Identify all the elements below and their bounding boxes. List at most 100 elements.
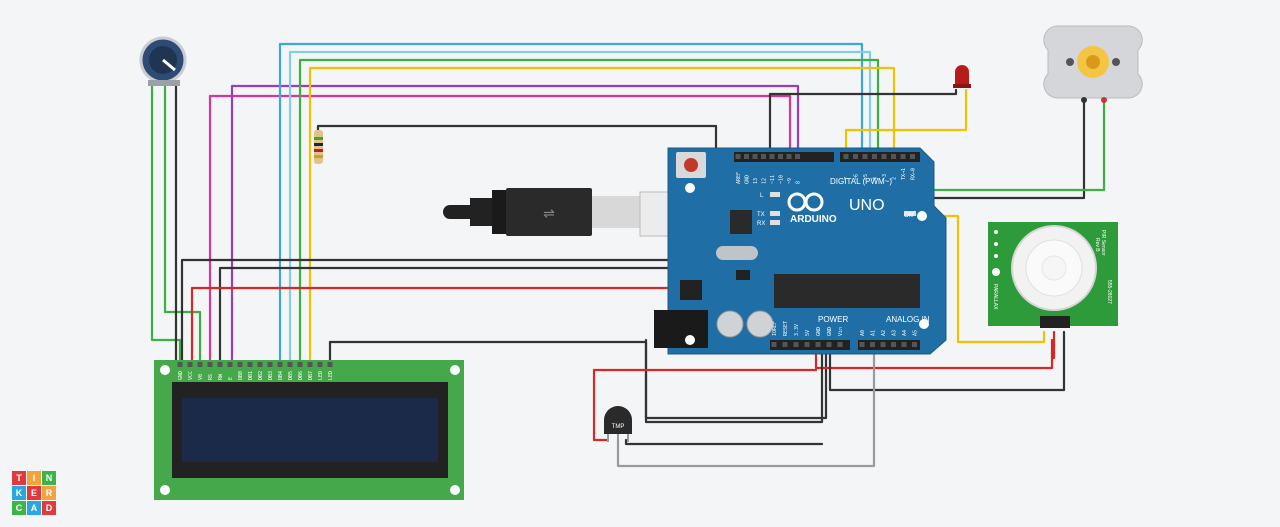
pin-socket[interactable] (795, 154, 800, 159)
logo-letter: N (42, 471, 56, 485)
pin-socket[interactable] (761, 154, 766, 159)
pin-socket[interactable] (735, 154, 741, 159)
pin-socket[interactable] (778, 154, 783, 159)
svg-text:⇌: ⇌ (543, 206, 555, 222)
wire-pir-black[interactable] (828, 330, 1066, 392)
pin-socket[interactable] (793, 342, 799, 347)
pin-socket[interactable] (217, 362, 223, 367)
arduino-uno[interactable]: ARDUINO UNO DIGITAL (PWM~) POWER ANALOG … (654, 147, 947, 355)
pin-socket[interactable] (910, 154, 915, 159)
pin-label: A5 (913, 330, 919, 336)
wire-tmp-gray[interactable] (616, 338, 876, 468)
pin-socket[interactable] (307, 362, 313, 367)
analog-label: ANALOG IN (886, 315, 930, 324)
lcd-screen (182, 398, 438, 462)
pin-socket[interactable] (786, 154, 792, 159)
potentiometer[interactable] (139, 36, 187, 86)
pin-label: A4 (902, 330, 908, 336)
pin-label: A2 (881, 330, 887, 336)
pin-label: RX←0 (911, 168, 917, 180)
pin-label: DB1 (248, 371, 254, 380)
pin-socket[interactable] (815, 342, 821, 347)
pin-label: A1 (871, 330, 877, 336)
wire-tmp-black[interactable] (624, 438, 824, 446)
pin-socket[interactable] (872, 154, 877, 159)
pin-socket[interactable] (880, 342, 886, 347)
pin-socket[interactable] (771, 342, 777, 347)
pin-socket[interactable] (853, 154, 858, 159)
wire-lcd-black-2[interactable] (218, 266, 820, 366)
pin-socket[interactable] (317, 362, 323, 367)
pin-socket[interactable] (881, 154, 887, 159)
pin-socket[interactable] (804, 342, 810, 347)
pin-socket[interactable] (862, 154, 868, 159)
pin-socket[interactable] (227, 362, 233, 367)
wire-led-black[interactable] (768, 88, 958, 158)
pin-label: LED (328, 371, 334, 380)
wire-lcd-blue[interactable] (278, 42, 864, 366)
wire-led-yellow[interactable] (844, 88, 968, 158)
pin-label: DB6 (298, 371, 304, 380)
pin-socket[interactable] (891, 154, 896, 159)
pin-socket[interactable] (826, 342, 832, 347)
pin-label: 3.3V (794, 324, 800, 336)
logo-letter: R (42, 486, 56, 500)
pin-socket[interactable] (257, 362, 263, 367)
pin-socket[interactable] (870, 342, 875, 347)
pin-socket[interactable] (782, 342, 788, 347)
pin-socket[interactable] (744, 154, 749, 159)
pin-socket[interactable] (843, 154, 849, 159)
pir-sensor[interactable]: PIR Sensor Rev B 555-28027 PARALLAX (988, 222, 1118, 328)
wire-tmp-red[interactable] (592, 368, 818, 442)
pin-socket[interactable] (277, 362, 283, 367)
pin-socket[interactable] (197, 362, 203, 367)
arduino-model: UNO (849, 197, 885, 214)
pin-socket[interactable] (891, 342, 896, 347)
pin-label: 5V (805, 330, 811, 336)
analog-header (858, 340, 920, 350)
tmp-sensor[interactable]: TMP (604, 406, 632, 442)
pin-socket[interactable] (207, 362, 213, 367)
red-led[interactable] (953, 65, 971, 88)
pin-label: ~11 (770, 175, 776, 184)
pin-socket[interactable] (859, 342, 865, 347)
pin-socket[interactable] (327, 362, 333, 367)
pin-socket[interactable] (247, 362, 253, 367)
pin-socket[interactable] (837, 342, 843, 347)
dc-motor[interactable] (1043, 25, 1143, 103)
pin-socket[interactable] (237, 362, 243, 367)
wire-pot-green[interactable] (150, 82, 182, 366)
pin-label: DB2 (258, 371, 264, 380)
pin-socket[interactable] (752, 154, 758, 159)
pin-socket[interactable] (187, 362, 193, 367)
tmp-label: TMP (612, 424, 625, 430)
wire-lcd-black-1[interactable] (180, 258, 828, 366)
pin-socket[interactable] (901, 342, 907, 347)
pin-socket[interactable] (287, 362, 293, 367)
pin-socket[interactable] (900, 154, 906, 159)
wire-lcd-purple[interactable] (230, 84, 800, 366)
wire-lcd-magenta[interactable] (208, 94, 792, 366)
pin-socket[interactable] (297, 362, 303, 367)
pin-socket[interactable] (177, 362, 183, 367)
pin-socket[interactable] (267, 362, 273, 367)
led-l-label: L (760, 193, 764, 199)
wire-lcd-yellow[interactable] (308, 66, 896, 366)
pin-socket[interactable] (912, 342, 917, 347)
wire-lcd-black-tmp[interactable] (328, 338, 824, 424)
wire-pir-red[interactable] (1050, 330, 1056, 360)
pin-socket[interactable] (769, 154, 775, 159)
pin-label: DB7 (308, 371, 314, 380)
wire-lcd-green[interactable] (298, 58, 880, 366)
pin-label: ~6 (854, 174, 860, 180)
logo-letter: T (12, 471, 26, 485)
usb-cable: ⇌ (443, 188, 669, 237)
pin-label: AREF (736, 172, 742, 184)
wire-pir-yellow[interactable] (922, 214, 1046, 344)
resistor[interactable] (314, 130, 323, 164)
wire-lcd-lightblue[interactable] (288, 50, 872, 366)
